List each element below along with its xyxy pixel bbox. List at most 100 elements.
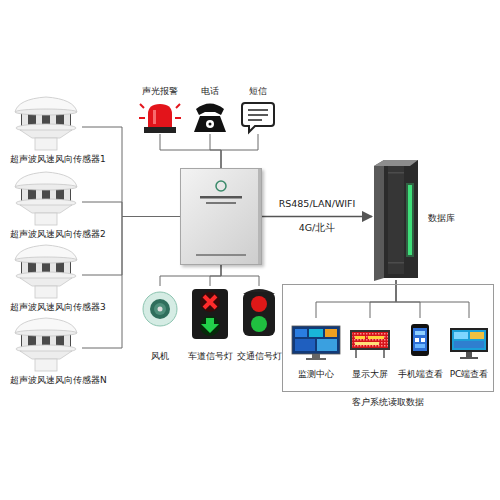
sensor-illustration (15, 97, 77, 371)
node-label: 超声波风速风向传感器2 (10, 229, 106, 240)
siren-icon (176, 104, 180, 108)
wire-line (396, 280, 420, 318)
sms-icon (242, 103, 274, 132)
server-illustration (374, 160, 418, 166)
client-group: 客户系统读取数据监测中心显示大屏手机端查看PC端查看 (282, 284, 494, 392)
phone-icon (194, 116, 226, 132)
server-illustration (388, 172, 404, 174)
siren-icon (140, 104, 144, 108)
monitor-center-icon (292, 326, 340, 360)
pc-monitor-icon (470, 332, 484, 339)
server-illustration (408, 185, 412, 255)
sensor-illustration (15, 97, 77, 150)
protocol-label: 4G/北斗 (299, 222, 336, 234)
siren-icon (144, 127, 176, 133)
node-label: 超声波风速风向传感器1 (10, 154, 106, 165)
node-label: PC端查看 (450, 369, 489, 380)
sms-icon (242, 103, 274, 132)
lane-signal-icon (192, 289, 228, 339)
node-label: 短信 (249, 86, 267, 97)
node-label: 风机 (151, 351, 169, 362)
lane-signal-icon (204, 296, 216, 308)
mobile-phone-icon (421, 338, 425, 342)
siren-icon (153, 110, 156, 124)
client-node: 显示大屏 (346, 318, 394, 380)
phone-icon (206, 120, 214, 128)
phone-icon (209, 123, 212, 126)
phone-icon (196, 104, 224, 116)
led-screen-icon (368, 336, 384, 339)
traffic-light-node: 交通信号灯 (236, 286, 282, 362)
led-screen-icon (355, 336, 365, 339)
sms-icon (248, 114, 268, 116)
node-label: 监测中心 (298, 369, 334, 380)
server-illustration (388, 262, 404, 264)
siren-icon (139, 104, 181, 133)
led-screen-icon (352, 332, 388, 348)
fan-icon (158, 307, 163, 312)
sensor-illustration (15, 245, 77, 298)
controller-details (216, 181, 226, 191)
lane-signal-node: 车道信号灯 (186, 286, 234, 362)
node-label: 手机端查看 (398, 369, 443, 380)
sensor-node: 超声波风速风向传感器N (10, 318, 82, 386)
mobile-phone-icon (411, 324, 429, 356)
fan-icon (154, 303, 166, 315)
client-node: 监测中心 (288, 318, 344, 380)
pc-monitor-icon (450, 328, 488, 352)
sensor-node: 超声波风速风向传感器2 (10, 172, 82, 240)
wire-line (82, 127, 180, 217)
server-illustration (406, 183, 414, 257)
fan-icon (150, 299, 170, 319)
phone-node: 电话 (188, 86, 232, 134)
monitor-center-icon (312, 354, 320, 358)
sensor-illustration (15, 172, 77, 225)
connector-group (82, 127, 469, 348)
server-illustration (374, 160, 384, 281)
fan-node: 风机 (138, 286, 182, 362)
traffic-light-icon (243, 289, 275, 336)
client-node: PC端查看 (446, 318, 492, 380)
node-label: 声光报警 (142, 86, 178, 97)
traffic-light-icon (243, 289, 275, 294)
fan-icon (143, 292, 177, 326)
monitor-center-icon (306, 358, 326, 360)
node-label: 超声波风速风向传感器N (10, 375, 107, 386)
mobile-phone-icon (415, 331, 425, 335)
pc-monitor-icon (452, 330, 486, 350)
led-screen-icon (352, 332, 388, 348)
monitor-center-icon (325, 329, 337, 337)
lane-signal-icon (201, 318, 219, 333)
siren-icon (175, 117, 181, 119)
node-label: 超声波风速风向传感器3 (10, 302, 106, 313)
wire-line (160, 134, 221, 168)
database-server: 数据库 (372, 155, 420, 280)
wire-line (210, 134, 221, 168)
server-illustration (388, 166, 404, 274)
wire-line (370, 280, 396, 318)
wire-line (210, 265, 221, 286)
controller-details (200, 196, 242, 199)
wire-line (221, 134, 258, 168)
monitor-center-icon (309, 329, 323, 337)
node-label: 数据库 (428, 212, 455, 223)
wire-line (82, 202, 180, 217)
data-arrow (262, 216, 372, 218)
controller-details (258, 169, 261, 264)
node-label: 交通信号灯 (237, 351, 282, 362)
monitor-center-icon (317, 339, 337, 351)
controller-details (206, 202, 236, 204)
lane-signal-icon (200, 316, 220, 336)
node-label: 客户系统读取数据 (352, 397, 424, 408)
wire-line (160, 265, 221, 286)
led-screen-icon (350, 330, 390, 358)
pc-monitor-icon (454, 332, 468, 339)
pc-monitor-icon (460, 357, 478, 359)
mobile-phone-icon (415, 338, 419, 342)
wire-line (396, 280, 469, 318)
server-illustration (374, 160, 418, 281)
lane-signal-icon (200, 292, 220, 312)
traffic-light-icon (251, 316, 267, 332)
